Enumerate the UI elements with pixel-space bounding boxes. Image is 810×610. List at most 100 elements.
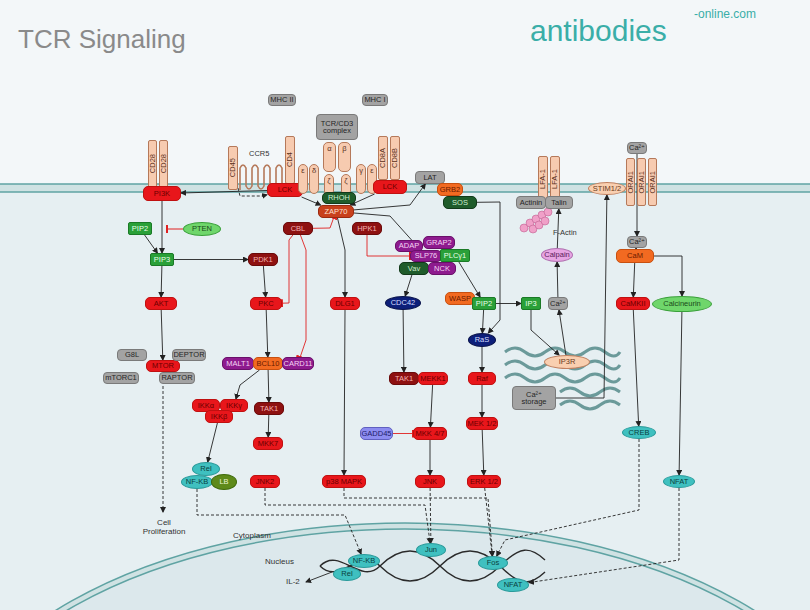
node-text: CD8A bbox=[379, 148, 387, 168]
signal-arrow bbox=[654, 256, 682, 296]
protein-box: PTEN bbox=[183, 222, 221, 236]
protein-box: mTORC1 bbox=[103, 372, 139, 384]
signal-arrow bbox=[679, 312, 682, 475]
receptor-bar: CD28 bbox=[148, 140, 157, 188]
signal-arrow bbox=[405, 275, 412, 296]
node-text: CD8B bbox=[391, 148, 399, 168]
receptor-bar: ORAI1 bbox=[648, 158, 657, 206]
node-text: Actinin bbox=[520, 199, 543, 207]
f-actin-filament bbox=[520, 208, 552, 233]
node-text: Rel bbox=[200, 465, 211, 473]
protein-box: Ca²⁺ bbox=[627, 142, 647, 154]
receptor-chain: β bbox=[338, 142, 351, 172]
receptor-chain: γ bbox=[356, 164, 366, 194]
node-text: ε bbox=[301, 167, 304, 175]
protein-box: JNK bbox=[415, 475, 445, 488]
signal-arrow bbox=[181, 191, 267, 194]
node-text: Vav bbox=[408, 265, 420, 273]
protein-box: MKK7 bbox=[253, 437, 283, 450]
protein-box: LCK bbox=[373, 180, 407, 194]
node-text: α bbox=[327, 145, 331, 153]
protein-box: ZAP70 bbox=[318, 205, 354, 218]
node-text: ZAP70 bbox=[325, 208, 348, 216]
text-label: F-Actin bbox=[553, 229, 577, 237]
node-text: Calcineurin bbox=[663, 300, 701, 308]
protein-box: SOS bbox=[443, 196, 477, 209]
receptor-chain: δ bbox=[309, 164, 319, 194]
node-text: DEPTOR bbox=[173, 351, 204, 359]
signal-arrow bbox=[477, 202, 500, 333]
actin-bead bbox=[544, 208, 552, 216]
node-text: ADAP bbox=[399, 242, 419, 250]
node-text: LFA-1 bbox=[539, 169, 547, 189]
signal-arrow bbox=[529, 488, 679, 583]
protein-box: NF-KB bbox=[181, 475, 213, 489]
node-text: GADD45 bbox=[361, 430, 391, 438]
protein-box: GRAP2 bbox=[423, 236, 455, 249]
protein-box: CaM bbox=[616, 249, 654, 263]
signal-arrow bbox=[302, 197, 321, 205]
node-text: δ bbox=[312, 167, 316, 175]
signal-arrow bbox=[208, 423, 218, 462]
extracellular-space bbox=[0, 0, 810, 188]
signal-arrow bbox=[633, 263, 634, 297]
signal-arrow bbox=[236, 370, 260, 399]
protein-box: DEPTOR bbox=[172, 349, 206, 361]
protein-box: IKKβ bbox=[205, 410, 233, 423]
signal-arrow bbox=[162, 201, 163, 253]
text-label: antibodies bbox=[530, 16, 667, 46]
node-text: TAK1 bbox=[260, 405, 278, 413]
inhibition-line bbox=[168, 229, 183, 230]
protein-box: TAK1 bbox=[389, 372, 419, 385]
signal-arrow bbox=[482, 430, 484, 475]
node-text: MTOR bbox=[152, 362, 174, 370]
node-text: PIP2 bbox=[132, 225, 148, 233]
node-text: mTORC1 bbox=[105, 374, 137, 382]
protein-box: Calpain bbox=[541, 248, 573, 262]
protein-box: Ca²⁺ storage bbox=[512, 386, 556, 410]
signal-arrow bbox=[338, 218, 346, 297]
node-text: MEKK1 bbox=[420, 375, 445, 383]
protein-box: IP3R bbox=[544, 355, 590, 369]
protein-box: RaS bbox=[468, 333, 496, 347]
node-text: Jun bbox=[425, 546, 437, 554]
protein-box: PKC bbox=[250, 297, 282, 310]
signal-arrow bbox=[268, 370, 270, 402]
diagram-title: TCR Signaling bbox=[18, 26, 186, 52]
protein-box: PIP3 bbox=[150, 253, 174, 266]
protein-box: MHC I bbox=[362, 94, 388, 106]
node-text: γ bbox=[359, 167, 363, 175]
node-text: Ca²⁺ bbox=[629, 238, 645, 246]
node-text: MHC II bbox=[270, 96, 293, 104]
node-text: IKKγ bbox=[226, 402, 242, 410]
node-text: p38 MAPK bbox=[326, 478, 362, 486]
protein-box: Rel bbox=[192, 462, 220, 476]
receptor-bar: ORAI1 bbox=[637, 158, 646, 206]
protein-box: PIP2 bbox=[128, 222, 152, 235]
node-text: Ca²⁺ storage bbox=[513, 391, 555, 406]
signal-arrow bbox=[403, 310, 405, 372]
node-text: Raf bbox=[476, 375, 488, 383]
node-text: SOS bbox=[452, 199, 468, 207]
protein-box: PI3K bbox=[143, 186, 181, 201]
node-text: NF-KB bbox=[186, 478, 209, 486]
node-text: IKKβ bbox=[211, 413, 227, 421]
protein-box: Calcineurin bbox=[652, 296, 712, 312]
node-text: WASP bbox=[449, 295, 471, 303]
node-text: ORAI1 bbox=[638, 171, 646, 194]
protein-box: CARD11 bbox=[282, 357, 314, 370]
signal-arrow bbox=[633, 310, 638, 426]
signal-arrow bbox=[430, 385, 432, 427]
protein-box: JNK2 bbox=[250, 475, 280, 488]
protein-box: CREB bbox=[622, 426, 656, 439]
inhibition-line bbox=[282, 235, 293, 303]
signal-arrow bbox=[197, 489, 361, 554]
signal-arrow bbox=[344, 310, 345, 475]
protein-box: MTOR bbox=[146, 360, 180, 372]
node-text: PDK1 bbox=[253, 256, 273, 264]
node-text: ζ bbox=[327, 177, 330, 185]
signal-arrow bbox=[496, 303, 521, 304]
signal-arrow bbox=[174, 259, 248, 260]
signal-arrow bbox=[557, 262, 559, 297]
protein-box: RAPTOR bbox=[159, 372, 195, 384]
